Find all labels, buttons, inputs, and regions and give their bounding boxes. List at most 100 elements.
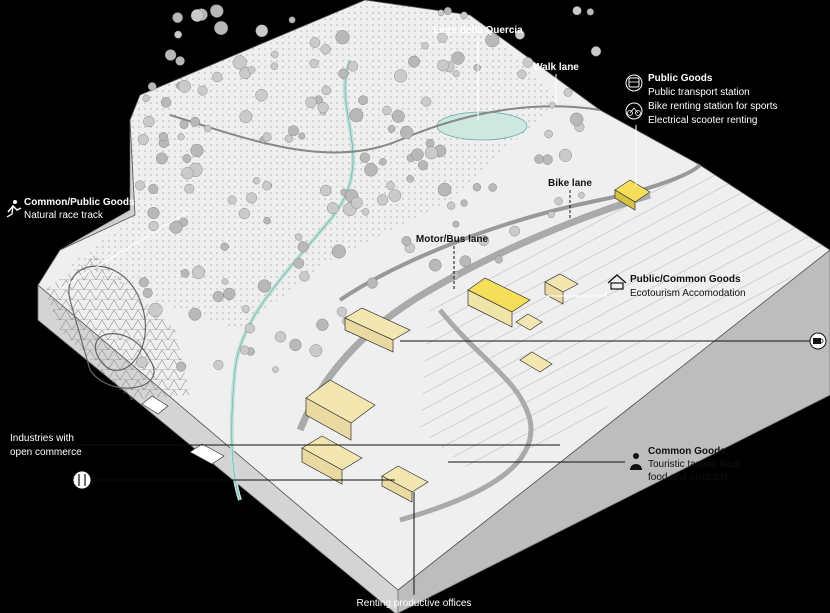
tree: [451, 51, 465, 65]
coffee-cup-icon: [809, 332, 827, 350]
bicycle-icon: [625, 102, 643, 120]
tree: [320, 44, 331, 55]
tree: [515, 29, 525, 40]
callout-common-public-goods: Common/Public Goods Natural race track: [24, 197, 135, 221]
public-goods-title: Public Goods: [648, 73, 713, 84]
tree: [406, 175, 414, 183]
tree: [590, 46, 602, 57]
tree: [534, 154, 544, 164]
house-icon: [607, 274, 627, 290]
bike-lane-label: Bike lane: [548, 178, 592, 189]
tree: [239, 110, 253, 124]
tree: [295, 233, 303, 241]
tree: [221, 278, 229, 285]
building-ecotourism-annex-side: [544, 281, 564, 305]
tree: [135, 356, 148, 368]
tree: [338, 68, 349, 79]
common-goods-title: Common Goods: [648, 446, 726, 457]
runner-icon: [6, 200, 22, 218]
tree: [210, 4, 224, 18]
tree: [321, 85, 332, 96]
motor-bus-lane-label: Motor/Bus lane: [416, 234, 489, 245]
tree: [309, 344, 323, 357]
tree: [148, 183, 159, 194]
tree: [147, 82, 157, 91]
tree: [411, 148, 424, 161]
tree: [554, 196, 563, 206]
tree: [443, 6, 452, 15]
tree: [586, 8, 594, 16]
race-track-area: [45, 255, 190, 400]
tree: [488, 183, 497, 192]
building-restaurant-side: [301, 447, 343, 485]
tree: [570, 112, 584, 127]
tree: [184, 183, 195, 194]
tree: [401, 236, 412, 246]
tree: [509, 225, 521, 237]
tree: [177, 133, 185, 141]
tree: [203, 124, 212, 133]
tree: [293, 257, 305, 269]
tree: [190, 143, 204, 157]
tree: [143, 115, 155, 128]
tree: [437, 182, 452, 197]
tree: [164, 49, 177, 61]
walk-lane-label: Walk lane: [533, 62, 579, 73]
tree: [299, 271, 310, 282]
building-small-a: [515, 313, 543, 331]
tree: [424, 146, 439, 160]
tree: [400, 125, 414, 139]
tree: [297, 241, 309, 253]
tree: [197, 85, 208, 96]
building-transport-station-side: [614, 189, 636, 211]
callout-public-goods: Public Goods Public transport station Bi…: [648, 73, 778, 126]
public-common-goods-title: Public/Common Goods: [630, 274, 741, 285]
tree: [190, 116, 201, 127]
tree: [359, 152, 370, 163]
tree: [180, 269, 190, 278]
tree: [247, 66, 256, 74]
tree: [284, 134, 294, 143]
tree: [452, 70, 460, 78]
public-common-goods-line-1: Ecotourism Accomodation: [630, 288, 746, 299]
tree: [262, 181, 272, 191]
walk-lane-path: [169, 105, 601, 154]
tree: [563, 88, 573, 97]
tree: [377, 194, 389, 206]
tree: [274, 331, 287, 343]
tree: [232, 55, 247, 70]
tree: [349, 108, 364, 123]
renting-offices-label: Renting productive offices: [357, 598, 472, 609]
tree: [160, 97, 172, 108]
building-ecotourism-main-side: [467, 289, 513, 328]
tree: [421, 96, 432, 107]
tree: [478, 235, 490, 246]
tree: [142, 94, 150, 103]
forest-dotted-area: [70, 0, 560, 330]
tree: [298, 132, 306, 140]
person-tasting-icon: [630, 453, 642, 470]
tree: [272, 366, 279, 373]
tree: [244, 323, 255, 334]
tree: [309, 58, 319, 69]
tree: [335, 30, 350, 45]
industries-line-2: open commerce: [10, 447, 82, 458]
tree: [331, 244, 346, 259]
tree: [240, 345, 250, 355]
tree: [451, 271, 460, 280]
tree: [578, 191, 585, 199]
public-goods-line-1: Public transport station: [648, 87, 750, 98]
tree: [391, 109, 405, 123]
tree: [172, 12, 183, 23]
tree: [138, 277, 149, 288]
industries-line-1: Industries with: [10, 433, 74, 444]
tree: [459, 255, 472, 268]
callout-public-common-goods: Public/Common Goods Ecotourism Accomodat…: [630, 274, 746, 299]
tree: [253, 177, 261, 185]
tree: [472, 183, 482, 192]
tree: [437, 59, 449, 72]
common-goods-line-1: Touristic tasting local: [648, 459, 740, 470]
tree: [547, 211, 555, 219]
common-public-goods-line-1: Natural race track: [24, 210, 104, 221]
